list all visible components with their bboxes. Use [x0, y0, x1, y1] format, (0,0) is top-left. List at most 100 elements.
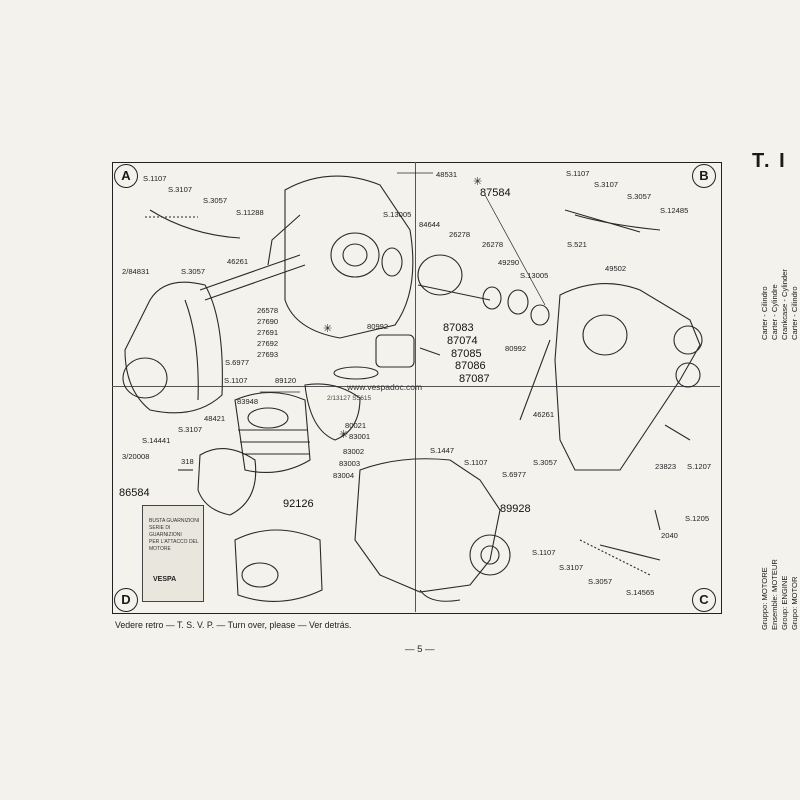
diagram-frame [112, 162, 722, 614]
part-label: 49290 [498, 258, 520, 267]
part-label: S.1447 [430, 446, 455, 455]
part-label: S.521 [567, 240, 587, 249]
part-label: 27692 [257, 339, 279, 348]
part-label: 89928 [500, 503, 531, 515]
part-label: 26578 [257, 306, 279, 315]
flywheel-cover [124, 281, 223, 414]
quadrant-divider-horizontal [112, 386, 720, 387]
booklet-brand: VESPA [153, 576, 177, 583]
part-label: 48531 [436, 170, 458, 179]
part-label: 87584 [480, 187, 511, 199]
part-label: S.13005 [383, 210, 412, 219]
part-label: 86584 [119, 487, 150, 499]
part-label: S.1205 [685, 514, 710, 523]
part-label: 87086 [455, 360, 486, 372]
part-label: 80992 [367, 322, 389, 331]
cylinder-assembly [234, 529, 323, 602]
part-label: S.1107 [143, 174, 167, 183]
part-label: 3/20008 [122, 452, 150, 461]
part-label: 83002 [343, 447, 365, 456]
part-label: 83001 [349, 432, 371, 441]
group-title-multilingual: Gruppo: MOTORE Ensemble: MOTEUR Group: E… [760, 559, 800, 630]
part-label: 89120 [275, 376, 297, 385]
part-label: 318 [181, 457, 194, 466]
part-label: 92126 [283, 498, 314, 510]
part-label: 83948 [237, 397, 259, 406]
part-label: 87083 [443, 322, 474, 334]
part-label: 49502 [605, 264, 627, 273]
group-title-line: Gruppo: MOTORE [760, 567, 769, 630]
section-title-line: Crankcase - Cylinder [780, 269, 789, 340]
corner-marker-c: C [692, 588, 716, 612]
page-id: T. I [752, 150, 787, 172]
part-label: 46261 [533, 410, 555, 419]
booklet-line: MOTORE [149, 546, 171, 552]
cylinder-head [197, 448, 257, 516]
cylinder [234, 392, 311, 473]
part-label: 83003 [339, 459, 361, 468]
part-label: S.1107 [532, 548, 556, 557]
part-label: 2/84831 [122, 267, 150, 276]
booklet-line: PER L'ATTACCO DEL [149, 539, 199, 545]
page-number: — 5 — [405, 644, 435, 655]
part-label: S.1107 [224, 376, 248, 385]
crankcase-right-half [554, 283, 701, 471]
part-label: 48421 [204, 414, 226, 423]
quadrant-divider-vertical [415, 162, 416, 612]
drawing-reference: 2/13127 S5615 [327, 395, 372, 402]
part-label: S.1107 [464, 458, 488, 467]
part-label: 83004 [333, 471, 355, 480]
piston [375, 334, 415, 368]
part-label: S.14565 [626, 588, 655, 597]
engine-assembly [354, 458, 501, 593]
part-label: S.6977 [225, 358, 250, 367]
watermark-url: www.vespadoc.com [347, 382, 423, 392]
part-label: 26278 [482, 240, 504, 249]
part-label: 27691 [257, 328, 279, 337]
part-label: S.3057 [203, 196, 228, 205]
part-label: S.3057 [627, 192, 652, 201]
part-label: S.12485 [660, 206, 689, 215]
part-label: S.3107 [559, 563, 584, 572]
section-title-line: Carter - Cilindro [790, 286, 799, 340]
gasket-set-booklet: BUSTA GUARNIZIONI SERIE DI GUARNIZIONI P… [142, 505, 204, 602]
booklet-line: BUSTA GUARNIZIONI [149, 518, 200, 524]
section-title-line: Carter - Cilindro [760, 286, 769, 340]
corner-marker-d: D [114, 588, 138, 612]
part-label: S.3057 [181, 267, 206, 276]
asterisk-mark: ✳ [323, 323, 333, 335]
section-title-line: Carter - Cylindre [770, 284, 779, 340]
crankcase-left-half [284, 175, 414, 339]
part-label: S.3107 [594, 180, 619, 189]
part-label: 27690 [257, 317, 279, 326]
asterisk-mark: ✳ [339, 429, 349, 441]
part-label: 46261 [227, 257, 249, 266]
asterisk-mark: ✳ [473, 176, 483, 188]
part-label: S.3107 [178, 425, 203, 434]
part-label: S.6977 [502, 470, 527, 479]
part-label: S.14441 [142, 436, 171, 445]
part-label: S.11288 [236, 208, 264, 217]
corner-marker-b: B [692, 164, 716, 188]
part-label: 87085 [451, 348, 482, 360]
cylinder-gasket [304, 383, 361, 441]
part-label: S.3057 [533, 458, 558, 467]
part-label: 23823 [655, 462, 677, 471]
booklet-line: SERIE DI GUARNIZIONI [149, 525, 182, 538]
turn-over-note: Vedere retro — T. S. V. P. — Turn over, … [115, 620, 352, 630]
corner-marker-a: A [114, 164, 138, 188]
part-label: 84644 [419, 220, 441, 229]
part-label: S.1107 [566, 169, 590, 178]
part-label: S.3107 [168, 185, 193, 194]
part-label: 26278 [449, 230, 471, 239]
part-label: 80992 [505, 344, 527, 353]
group-title-line: Grupo: MOTOR [790, 576, 799, 630]
part-label: 80021 [345, 421, 367, 430]
group-title-line: Ensemble: MOTEUR [770, 559, 779, 630]
part-label: 87074 [447, 335, 478, 347]
group-title-line: Group: ENGINE [780, 575, 789, 630]
part-label: 2040 [661, 531, 678, 540]
part-label: 27693 [257, 350, 279, 359]
part-label: S.3057 [588, 577, 613, 586]
